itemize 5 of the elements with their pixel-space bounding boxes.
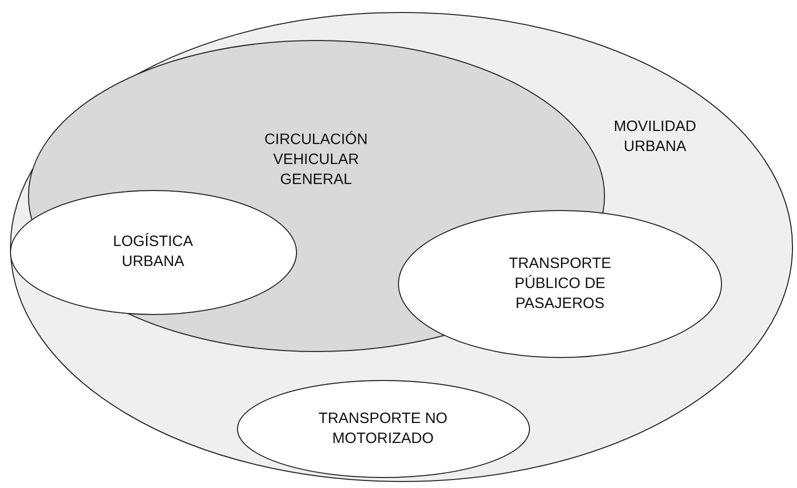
region-label: MOVILIDAD URBANA bbox=[612, 117, 698, 157]
region-label: TRANSPORTE PÚBLICO DE PASAJEROS bbox=[508, 254, 612, 314]
region-label: LOGÍSTICA URBANA bbox=[112, 232, 194, 272]
region-label: TRANSPORTE NO MOTORIZADO bbox=[318, 409, 448, 449]
region-label: CIRCULACIÓN VEHICULAR GENERAL bbox=[263, 130, 369, 190]
